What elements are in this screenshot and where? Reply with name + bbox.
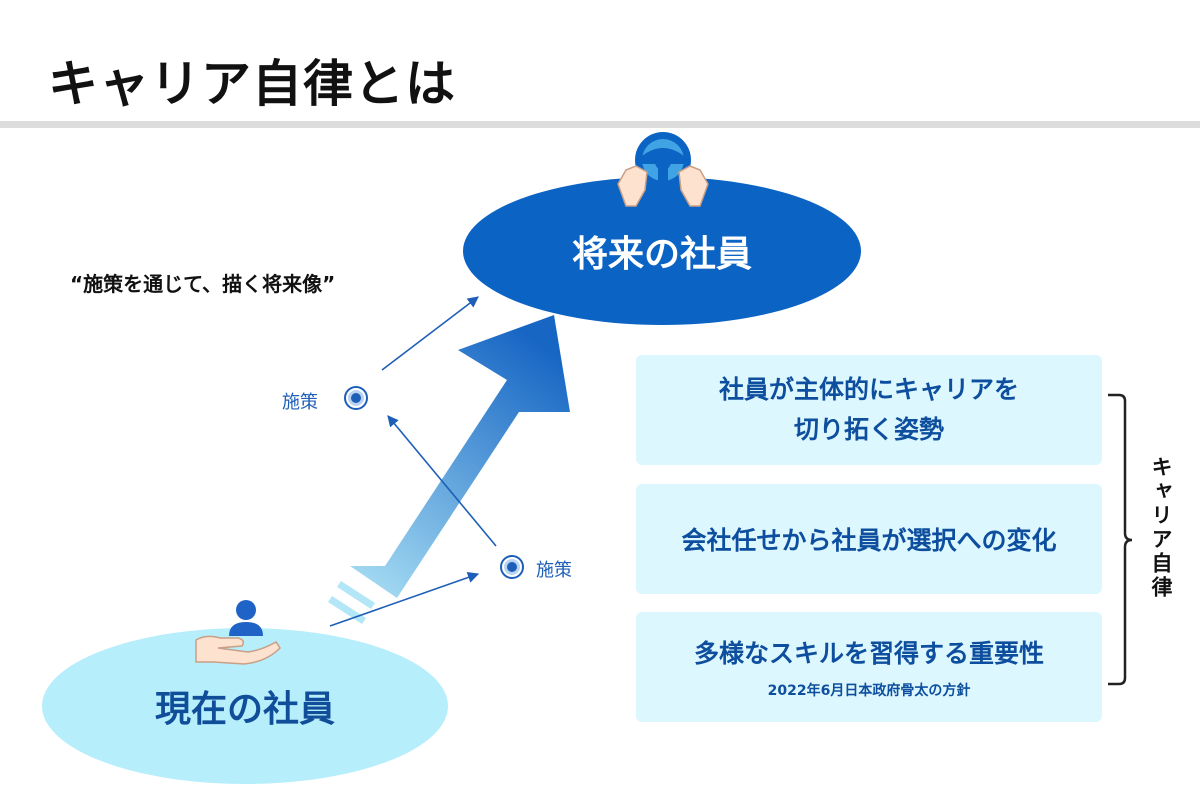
measure-label: 施策: [536, 560, 572, 581]
arrow-tail-stripe: [337, 581, 375, 609]
future-vision-quote: “施策を通じて、描く将来像”: [70, 272, 336, 296]
title-divider: [0, 121, 1200, 128]
page-title: キャリア自律とは: [48, 55, 456, 113]
connector-arrow: [387, 415, 497, 547]
statement-line: 切り拓く姿勢: [793, 415, 944, 444]
statement-box-skills: 多様なスキルを習得する重要性 2022年6月日本政府骨太の方針: [636, 612, 1102, 722]
statement-box-initiative: 社員が主体的にキャリアを 切り拓く姿勢: [636, 355, 1102, 465]
bracket-line: [1108, 393, 1133, 686]
future-employee-ellipse: [463, 177, 861, 325]
person-in-hand-icon: [195, 600, 281, 665]
bracket-label: キャリア自律: [1149, 456, 1173, 600]
statement-source: 2022年6月日本政府骨太の方針: [767, 683, 971, 699]
measure-label: 施策: [282, 392, 318, 413]
future-employee-label: 将来の社員: [571, 234, 752, 275]
target-dot-icon: [500, 555, 524, 579]
steering-wheel-hands-icon: [617, 132, 709, 207]
connector-arrow: [329, 572, 480, 627]
statement-line: 会社任せから社員が選択への変化: [681, 526, 1057, 555]
statement-line: 社員が主体的にキャリアを: [718, 375, 1019, 404]
statement-line: 多様なスキルを習得する重要性: [693, 639, 1044, 668]
growth-arrow: [328, 315, 570, 624]
current-employee-label: 現在の社員: [154, 689, 335, 730]
statement-box-choice: 会社任せから社員が選択への変化: [636, 484, 1102, 594]
target-dot-icon: [344, 386, 368, 410]
connector-arrow: [381, 296, 479, 371]
